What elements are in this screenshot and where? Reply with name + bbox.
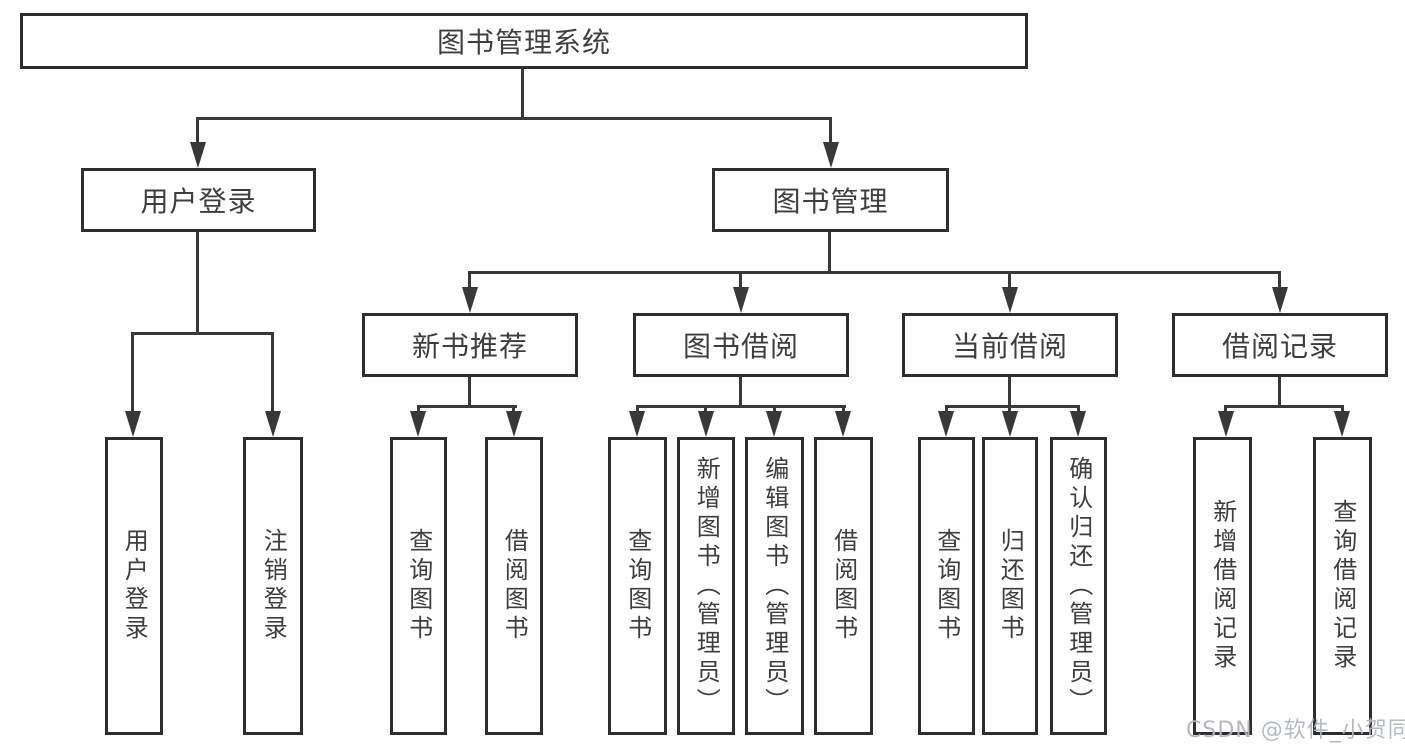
connector-book-mgmt-stem <box>828 232 831 273</box>
arrow-down <box>1272 287 1288 313</box>
node-current-borrowing: 当前借阅 <box>902 313 1118 377</box>
arrow-down <box>190 142 206 168</box>
connector-drop <box>842 405 845 415</box>
node-label: 查询借阅记录 <box>1328 499 1357 673</box>
arrow-down <box>1002 287 1018 313</box>
connector-drop <box>1077 405 1080 415</box>
arrow-down <box>265 411 281 437</box>
node-leaf-query-books-borrowing: 查询图书 <box>608 437 667 735</box>
connector-book-mgmt-branch <box>468 271 1281 274</box>
connector-stem <box>468 377 471 407</box>
connector-branch <box>636 405 846 408</box>
node-label: 借阅图书 <box>829 528 858 644</box>
arrow-down <box>125 411 141 437</box>
connector-branch <box>1224 405 1344 408</box>
connector-drop <box>1008 405 1011 415</box>
node-new-book-recommendation: 新书推荐 <box>362 313 578 377</box>
connector-drop <box>1341 405 1344 415</box>
connector-drop <box>945 405 948 415</box>
connector-user-login-branch <box>131 332 274 335</box>
arrow-down <box>462 287 478 313</box>
connector-drop <box>1224 405 1227 415</box>
arrow-down <box>938 411 954 437</box>
node-label: 当前借阅 <box>951 330 1068 363</box>
connector-root-branch <box>196 117 832 120</box>
arrow-down <box>835 411 851 437</box>
connector-drop <box>468 271 471 291</box>
node-leaf-logout: 注销登录 <box>243 437 303 735</box>
connector-drop <box>704 405 707 415</box>
node-label: 图书管理 <box>772 185 889 218</box>
node-label: 查询图书 <box>932 528 961 644</box>
node-book-borrowing: 图书借阅 <box>633 313 849 377</box>
connector-drop <box>739 271 742 291</box>
node-book-management: 图书管理 <box>712 168 949 232</box>
arrow-down <box>1334 411 1350 437</box>
node-label: 用户登录 <box>140 185 257 218</box>
connector-stem <box>1278 377 1281 407</box>
arrow-down <box>506 411 522 437</box>
node-label: 借阅图书 <box>500 528 529 644</box>
node-leaf-query-books-current: 查询图书 <box>918 437 975 735</box>
node-library-management-system: 图书管理系统 <box>20 13 1028 69</box>
node-label: 新增借阅记录 <box>1208 499 1237 673</box>
arrow-down <box>1070 411 1086 437</box>
connector-drop <box>1008 271 1011 291</box>
arrow-down <box>698 411 714 437</box>
node-label: 归还图书 <box>996 528 1025 644</box>
node-label: 注销登录 <box>259 528 288 644</box>
connector-drop <box>131 332 134 414</box>
connector-stem <box>1008 377 1011 407</box>
node-borrowing-records: 借阅记录 <box>1172 313 1388 377</box>
connector-drop <box>512 405 515 415</box>
arrow-down <box>410 411 426 437</box>
connector-user-login-stem <box>196 232 199 334</box>
connector-branch <box>417 405 517 408</box>
node-label: 查询图书 <box>404 528 433 644</box>
connector-drop <box>829 117 832 147</box>
connector-branch <box>945 405 1080 408</box>
connector-drop <box>271 332 274 414</box>
node-leaf-return-books: 归还图书 <box>982 437 1038 735</box>
node-leaf-query-books-recommend: 查询图书 <box>390 437 447 735</box>
node-label: 图书管理系统 <box>436 26 611 59</box>
node-leaf-borrow-books-recommend: 借阅图书 <box>485 437 543 735</box>
arrow-down <box>733 287 749 313</box>
node-label: 新书推荐 <box>411 330 528 363</box>
arrow-down <box>1002 411 1018 437</box>
connector-drop <box>773 405 776 415</box>
node-leaf-edit-books-admin: 编辑图书（管理员） <box>745 437 804 735</box>
connector-drop <box>196 117 199 147</box>
node-label: 图书借阅 <box>682 330 799 363</box>
arrow-down <box>823 142 839 168</box>
node-user-login: 用户登录 <box>81 168 316 232</box>
node-label: 查询图书 <box>623 528 652 644</box>
node-label: 编辑图书（管理员） <box>760 455 789 717</box>
node-leaf-confirm-return-admin: 确认归还（管理员） <box>1050 437 1107 735</box>
node-leaf-add-borrow-record: 新增借阅记录 <box>1193 437 1252 735</box>
node-leaf-user-login: 用户登录 <box>105 437 163 735</box>
connector-root-stem <box>521 69 524 117</box>
node-label: 新增图书（管理员） <box>692 455 721 717</box>
node-leaf-borrow-books: 借阅图书 <box>814 437 873 735</box>
connector-stem <box>739 377 742 407</box>
connector-drop <box>417 405 420 415</box>
arrow-down <box>766 411 782 437</box>
node-label: 确认归还（管理员） <box>1064 455 1093 717</box>
connector-drop <box>1278 271 1281 291</box>
node-leaf-add-books-admin: 新增图书（管理员） <box>677 437 735 735</box>
arrow-down <box>629 411 645 437</box>
connector-drop <box>636 405 639 415</box>
csdn-watermark: CSDN @软件_小贺同学 <box>1186 718 1405 743</box>
node-label: 用户登录 <box>120 528 149 644</box>
node-leaf-query-borrow-record: 查询借阅记录 <box>1313 437 1372 735</box>
node-label: 借阅记录 <box>1221 330 1338 363</box>
arrow-down <box>1218 411 1234 437</box>
